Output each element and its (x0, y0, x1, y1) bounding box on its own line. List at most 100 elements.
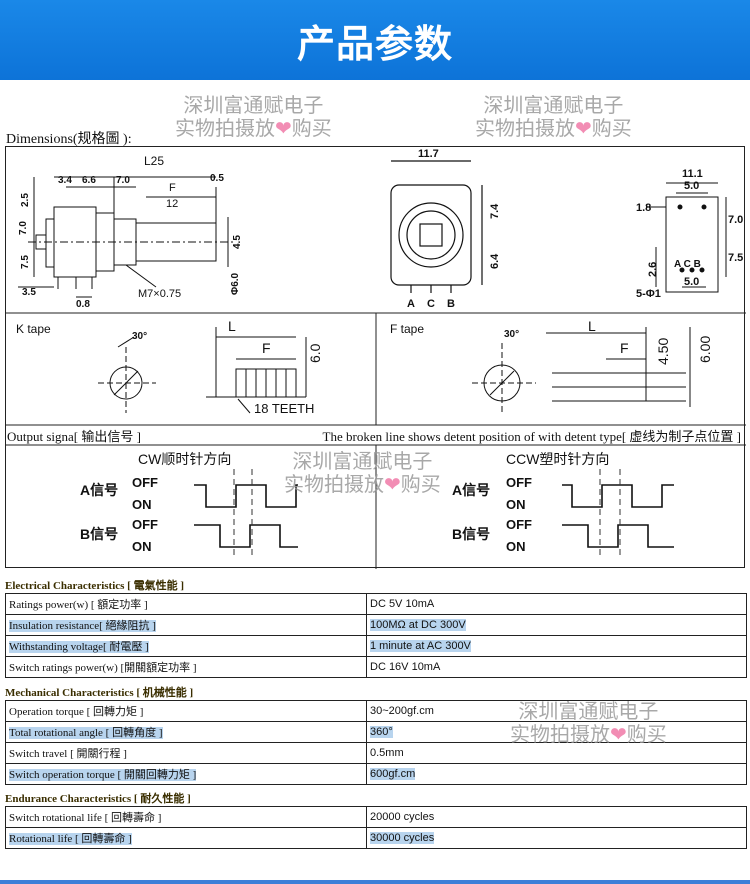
bottom-2.6: 2.6 (647, 262, 659, 277)
watermark-3: 深圳富通赋电子 实物拍摄放❤购买 (284, 449, 441, 496)
ccw-b-on: ON (506, 539, 526, 554)
dim-12: 12 (166, 198, 178, 210)
mechanical-title: Mechanical Characteristics [ 机械性能 ] (5, 687, 194, 699)
pin-b: B (447, 298, 455, 310)
cw-title: CW顺时针方向 (138, 451, 231, 467)
spec-key: Switch rotational life [ 回轉壽命 ] (5, 806, 367, 828)
electrical-table: Ratings power(w) [ 額定功率 ] DC 5V 10mA Ins… (5, 593, 747, 678)
table-row: Rotational life [ 回轉壽命 ] 30000 cycles (5, 827, 747, 849)
watermark-2: 深圳富通赋电子 实物拍摄放❤购买 (475, 93, 632, 140)
pin-c: C (427, 298, 435, 310)
spec-value: 100MΩ at DC 300V (366, 614, 747, 636)
waveform-cw (194, 484, 298, 548)
output-signal-label: Output signa[ 输出信号 ] (7, 429, 141, 444)
front-width: 11.7 (418, 148, 439, 160)
bottom-w11.1: 11.1 (682, 168, 703, 180)
k-dia: 6.0 (307, 343, 323, 363)
table-row: Operation torque [ 回轉力矩 ] 30~200gf.cm (5, 700, 747, 722)
bottom-abc: A C B (674, 259, 701, 270)
dim-3.4: 3.4 (58, 175, 72, 186)
f-6.00: 6.00 (697, 336, 713, 363)
dim-3.5: 3.5 (22, 287, 36, 298)
f-L: L (588, 318, 596, 334)
dim-F: F (169, 182, 176, 194)
cw-a-label: A信号 (80, 482, 118, 498)
dim-7.0: 7.0 (116, 175, 130, 186)
spec-value: 30000 cycles (366, 827, 747, 849)
watermark-4: 深圳富通赋电子 实物拍摄放❤购买 (510, 699, 667, 746)
k-F: F (262, 340, 271, 356)
bottom-1.8: 1.8 (636, 202, 651, 214)
cw-a-on: ON (132, 497, 152, 512)
table-row: Switch rotational life [ 回轉壽命 ] 20000 cy… (5, 806, 747, 828)
dim-0.8: 0.8 (76, 299, 90, 310)
waveform-cw-detents (233, 469, 253, 557)
table-row: Insulation resistance[ 絕緣阻抗 ] 100MΩ at D… (5, 614, 747, 636)
bottom-7.0: 7.0 (728, 214, 743, 226)
f-F: F (620, 340, 629, 356)
pin-a: A (407, 298, 415, 310)
spec-value: 30~200gf.cm (366, 700, 747, 722)
ccw-title: CCW塑时针方向 (506, 451, 609, 467)
dim-0.5: 0.5 (210, 173, 224, 184)
cw-b-label: B信号 (80, 526, 118, 542)
bottom-w5.0: 5.0 (684, 180, 699, 192)
k-tape-label: K tape (16, 322, 51, 336)
dim-6.6: 6.6 (82, 175, 96, 186)
spec-key: Rotational life [ 回轉壽命 ] (5, 827, 367, 849)
ccw-a-off: OFF (506, 475, 532, 490)
spec-key: Withstanding voltage[ 耐電壓 ] (5, 635, 367, 657)
spec-value: DC 5V 10mA (366, 593, 747, 615)
watermark-1: 深圳富通赋电子 实物拍摄放❤购买 (175, 93, 332, 140)
dim-L25: L25 (144, 154, 164, 168)
k-tape-drawing (98, 327, 307, 414)
spec-key: Switch ratings power(w) [開關額定功率 ] (5, 656, 367, 678)
waveform-ccw-detents (599, 469, 621, 557)
table-row: Switch ratings power(w) [開關額定功率 ] DC 16V… (5, 656, 747, 678)
front-view (390, 160, 483, 293)
ccw-b-label: B信号 (452, 526, 490, 542)
page-title: 产品参数 (296, 21, 453, 66)
ccw-a-label: A信号 (452, 482, 490, 498)
ccw-b-off: OFF (506, 517, 532, 532)
mechanical-table: Operation torque [ 回轉力矩 ] 30~200gf.cm To… (5, 700, 747, 785)
table-row: Withstanding voltage[ 耐電壓 ] 1 minute at … (5, 635, 747, 657)
dim-v7.0: 7.0 (18, 221, 29, 235)
spec-key: Insulation resistance[ 絕緣阻抗 ] (5, 614, 367, 636)
footer-line (0, 880, 750, 884)
spec-value: DC 16V 10mA (366, 656, 747, 678)
f-angle: 30° (504, 329, 519, 340)
cw-b-off: OFF (132, 517, 158, 532)
cw-a-off: OFF (132, 475, 158, 490)
spec-key: Switch travel [ 開關行程 ] (5, 742, 367, 764)
bottom-holes: 5-Φ1 (636, 288, 661, 300)
dim-2.5: 2.5 (20, 193, 31, 207)
endurance-table: Switch rotational life [ 回轉壽命 ] 20000 cy… (5, 806, 747, 849)
side-view (18, 176, 236, 298)
electrical-title: Electrical Characteristics [ 電氣性能 ] (5, 580, 184, 592)
spec-value: 1 minute at AC 300V (366, 635, 747, 657)
spec-key: Total rotational angle [ 回轉角度 ] (5, 721, 367, 743)
f-tape-label: F tape (390, 322, 424, 336)
dim-4.5: 4.5 (232, 235, 243, 249)
header-banner: 产品参数 (0, 0, 750, 80)
detent-note: The broken line shows detent position of… (322, 429, 741, 444)
table-row: Switch travel [ 開關行程 ] 0.5mm (5, 742, 747, 764)
dimensions-label: Dimensions(规格圖 ): (6, 132, 132, 147)
spec-key: Ratings power(w) [ 額定功率 ] (5, 593, 367, 615)
table-row: Total rotational angle [ 回轉角度 ] 360° (5, 721, 747, 743)
k-angle: 30° (132, 331, 147, 342)
dimension-drawing: L25 3.4 6.6 7.0 0.5 F 12 2.5 7.0 7.5 4.5… (5, 146, 746, 569)
dim-v7.5: 7.5 (20, 255, 31, 269)
spec-key: Switch operation torque [ 開關回轉力矩 ] (5, 763, 367, 785)
front-h6.4: 6.4 (489, 253, 501, 269)
spec-value: 20000 cycles (366, 806, 747, 828)
spec-key: Operation torque [ 回轉力矩 ] (5, 700, 367, 722)
endurance-title: Endurance Characteristics [ 耐久性能 ] (5, 793, 191, 805)
f-4.50: 4.50 (655, 338, 671, 365)
bottom-view (646, 182, 727, 293)
bottom-7.5: 7.5 (728, 252, 743, 264)
spec-value: 600gf.cm (366, 763, 747, 785)
k-teeth: 18 TEETH (254, 401, 314, 416)
cw-b-on: ON (132, 539, 152, 554)
